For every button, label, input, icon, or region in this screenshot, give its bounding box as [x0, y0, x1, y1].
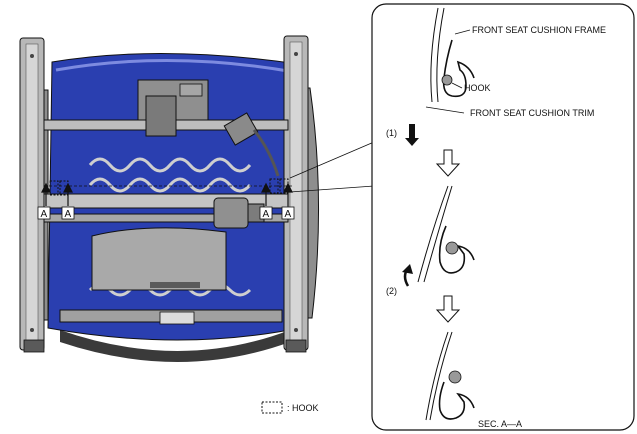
- section-mark-right-2: A: [285, 209, 292, 220]
- dashed-box-icon: [261, 401, 283, 414]
- cushion-frame-line-2: [436, 7, 445, 103]
- lower-cover: [91, 227, 227, 325]
- hook-stage-2: (2): [386, 185, 475, 296]
- section-mark-left-2: A: [65, 209, 72, 220]
- control-module: [137, 79, 209, 137]
- section-arrows: [41, 182, 293, 206]
- trim-label: FRONT SEAT CUSHION TRIM: [470, 108, 594, 118]
- section-mark-left-1: A: [41, 209, 48, 220]
- section-mark-labels: A A A A: [37, 206, 295, 220]
- hook-stage-3: SEC. A—A: [425, 331, 522, 429]
- frame-label: FRONT SEAT CUSHION FRAME: [472, 25, 606, 35]
- outline-down-arrow-icon-1: [435, 149, 461, 177]
- section-mark-right-1: A: [263, 209, 270, 220]
- left-side-rail: [19, 37, 45, 353]
- cushion-shadow: [60, 330, 290, 362]
- step2-label: (2): [386, 286, 397, 296]
- detail-panel: FRONT SEAT CUSHION FRAME HOOK FRONT SEAT…: [371, 3, 635, 431]
- hook-label: HOOK: [464, 83, 491, 93]
- hook-shape-2: [438, 225, 475, 274]
- foam-top-edge: [55, 59, 295, 74]
- hook-stage-1: FRONT SEAT CUSHION FRAME HOOK FRONT SEAT…: [386, 7, 606, 146]
- callout-leaders: [289, 141, 375, 193]
- hook-circle: [441, 74, 453, 86]
- seat-cushion-assembly: A A A A: [19, 35, 320, 362]
- hook-shape-3: [438, 381, 475, 420]
- hook-circle-2: [445, 241, 459, 255]
- hook-mark-left-1: [49, 180, 59, 196]
- solid-down-arrow-icon: [405, 124, 419, 146]
- section-label: SEC. A—A: [478, 419, 522, 429]
- hook-legend: : HOOK: [261, 401, 319, 414]
- legend-hook-label: : HOOK: [287, 403, 319, 413]
- outline-down-arrow-icon-2: [435, 295, 461, 323]
- step1-label: (1): [386, 128, 397, 138]
- hook-mark-right-1: [269, 178, 279, 194]
- hook-circle-3: [448, 370, 462, 384]
- cushion-frame-line: [430, 7, 439, 103]
